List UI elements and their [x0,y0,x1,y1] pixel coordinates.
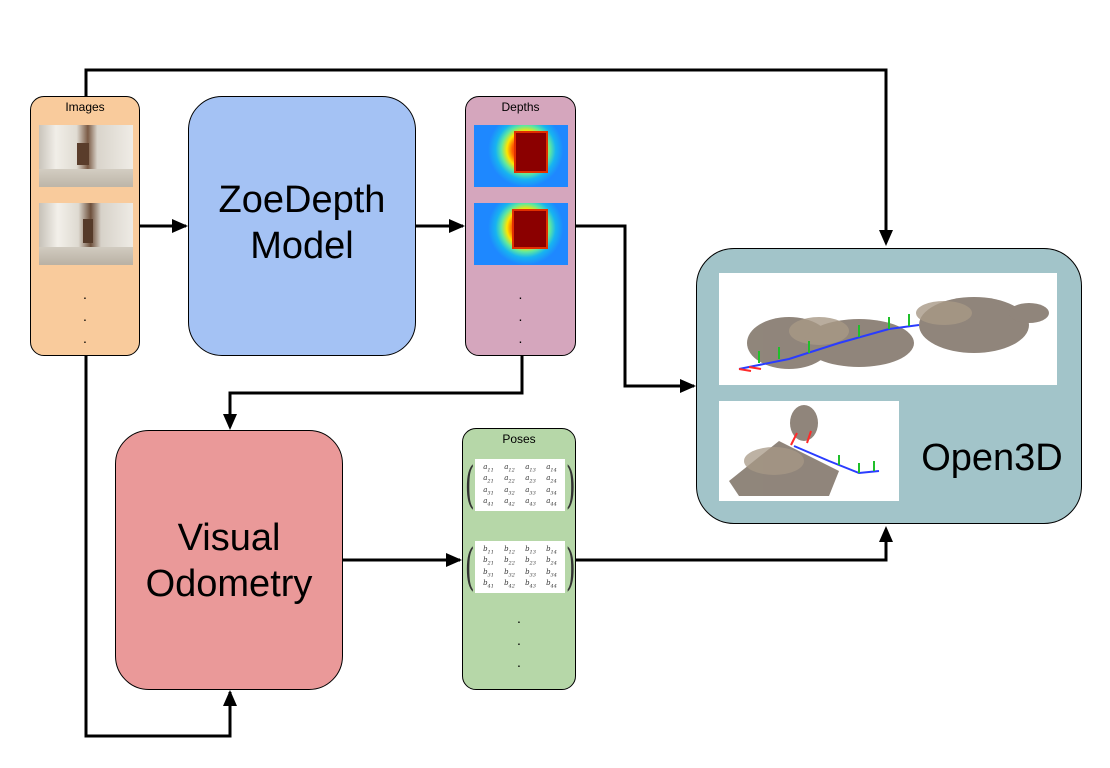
arrow-depths-to-odometry [228,356,524,427]
matrix-entry: b43 [525,578,536,590]
corridor-image-1 [39,125,133,187]
images-box: Images ... [30,96,140,356]
matrix-entry: b12 [504,544,515,556]
matrix-entry: b42 [504,578,515,590]
arrowhead [223,414,237,430]
matrix-entry: b23 [525,556,536,567]
depth-map-1 [474,125,568,187]
arrowhead [680,379,696,393]
matrix-entry: b32 [504,567,515,578]
arrow-images-to-odometry [84,356,232,738]
matrix-entry: a42 [504,496,515,508]
matrix-entry: a23 [525,474,536,485]
open3d-box: Open3D [696,248,1082,524]
matrix-entry: b34 [546,567,557,578]
matrix-entry: a11 [483,462,494,474]
poses-more-dots: ... [517,610,521,670]
images-label: Images [65,100,105,114]
matrix-entry: a32 [504,485,515,496]
arrowhead [446,553,462,567]
point-cloud-render-perspective [719,401,899,501]
depths-box: Depths ... [465,96,576,356]
matrix-entry: b11 [483,544,494,556]
arrowhead [449,219,465,233]
matrix-entry: b21 [483,556,494,567]
depth-map-2 [474,203,568,265]
matrix-entry: a41 [483,496,494,508]
arrowhead [879,230,893,246]
arrowhead [223,690,237,706]
matrix-entry: a33 [525,485,536,496]
matrix-entry: b31 [483,567,494,578]
arrowhead [172,219,188,233]
matrix-entry: b13 [525,544,536,556]
matrix-entry: a22 [504,474,515,485]
matrix-entry: b22 [504,556,515,567]
arrow-depths-to-open3d [576,224,694,388]
matrix-entry: b41 [483,578,494,590]
matrix-entry: a24 [546,474,557,485]
matrix-entry: b33 [525,567,536,578]
corridor-image-2 [39,203,133,265]
matrix-entry: a31 [483,485,494,496]
matrix-entry: a13 [525,462,536,474]
point-cloud-render-wide [719,273,1057,385]
arrow-poses-to-open3d [576,530,888,562]
open3d-label: Open3D [921,437,1063,479]
matrix-entry: a43 [525,496,536,508]
matrix-entry: a14 [546,462,557,474]
matrix-entry: a21 [483,474,494,485]
images-more-dots: ... [83,286,87,346]
matrix-entry: a12 [504,462,515,474]
matrix-entry: a44 [546,496,557,508]
matrix-entry: b24 [546,556,557,567]
matrix-entry: b14 [546,544,557,556]
arrow-images-to-open3d [84,68,890,241]
depths-label: Depths [501,100,540,114]
matrix-entry: a34 [546,485,557,496]
depths-more-dots: ... [518,286,523,346]
matrix-entry: b44 [546,578,557,590]
arrowhead [879,526,893,542]
poses-label: Poses [502,432,536,446]
